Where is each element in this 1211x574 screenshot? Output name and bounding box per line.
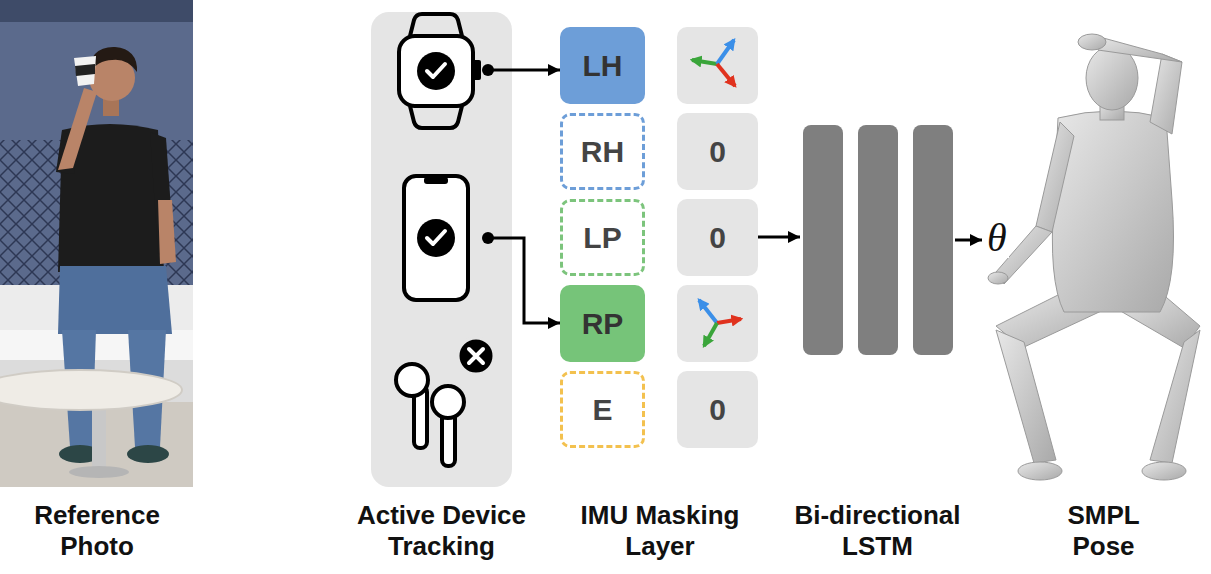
node-label: 0: [709, 392, 726, 428]
axis-arrow: [692, 60, 717, 64]
imu-slot-masked: E: [560, 371, 645, 448]
watch-strap: [410, 14, 462, 36]
mesh-foot: [1018, 462, 1062, 480]
cross-mark: [469, 349, 483, 363]
axis-arrow: [717, 40, 734, 64]
mesh-upper-arm: [1036, 122, 1074, 232]
node-caption: Bi-directional LSTM: [773, 500, 983, 562]
mesh-hand: [988, 272, 1008, 284]
smpl-figure: SMPL Pose: [982, 20, 1205, 487]
node-label: 0: [709, 220, 726, 256]
imu-slot-masked: RH: [560, 113, 645, 190]
arrow-connector: [512, 238, 560, 323]
watch-strap: [410, 106, 462, 128]
node-caption: Active Device Tracking: [327, 500, 557, 562]
person-shoe: [127, 445, 169, 463]
phone-body: [404, 176, 468, 300]
lstm-layer: [803, 125, 843, 355]
device-panel: Active Device Tracking: [371, 12, 512, 487]
table-top: [0, 370, 182, 410]
smpl-mesh: [988, 34, 1200, 480]
panel-caption: Reference Photo: [12, 500, 182, 562]
device-dot: [482, 232, 494, 244]
lstm-layer: [913, 125, 953, 355]
mesh-head: [1086, 46, 1138, 110]
node-label: 0: [709, 134, 726, 170]
node-label: RH: [581, 134, 624, 170]
lstm-block: Bi-directional LSTM: [800, 125, 955, 355]
check-mark: [427, 231, 445, 244]
wall: [0, 0, 193, 300]
mesh-foot: [1142, 462, 1186, 480]
node-label: E: [592, 392, 612, 428]
node-label: LH: [583, 48, 623, 84]
cup-sleeve: [75, 64, 95, 76]
check-badge: [417, 219, 455, 257]
cross-badge: [458, 338, 494, 374]
mesh-upper-arm: [1150, 54, 1182, 134]
earbud-head: [396, 364, 428, 396]
mesh-hand: [1078, 34, 1106, 50]
device-panel-ground: [371, 12, 512, 487]
check-mark: [427, 64, 445, 77]
axis-arrow: [717, 64, 735, 86]
imu-value-box: [677, 27, 758, 104]
watch-crown: [473, 60, 481, 80]
zero-input: 0: [677, 199, 758, 276]
imu-slot-active: LH: [560, 27, 645, 104]
phone-notch: [424, 177, 448, 184]
person-jeans: [58, 266, 172, 334]
imu-value-box: [677, 285, 758, 362]
reference-photo: [0, 0, 193, 487]
imu-slot-active: RP: [560, 285, 645, 362]
table-base: [69, 466, 129, 478]
zero-input: 0: [677, 113, 758, 190]
earbud-head: [432, 386, 464, 418]
axis-arrow: [717, 319, 741, 323]
check-badge: [417, 52, 455, 90]
person-forearm: [158, 200, 176, 264]
mesh-shin: [996, 330, 1056, 463]
axes-icon: [692, 40, 735, 86]
arrow-connector: [955, 239, 982, 242]
phone-icon: [404, 176, 512, 300]
watch-icon: [399, 14, 512, 128]
panel-caption: IMU Masking Layer: [555, 500, 765, 562]
device-dot: [482, 64, 494, 76]
earbuds-icon: [396, 338, 494, 466]
axes-icon: [699, 300, 741, 346]
axis-arrow: [704, 323, 717, 346]
watch-body: [399, 36, 473, 106]
node-label: LP: [583, 220, 621, 256]
output-symbol: θ: [985, 218, 1009, 258]
node-caption: SMPL Pose: [1039, 500, 1169, 562]
arrow-connector: [758, 236, 800, 239]
wall-band: [0, 0, 193, 22]
mesh-shin: [1150, 330, 1200, 463]
person-forearm: [58, 88, 97, 170]
zero-input: 0: [677, 371, 758, 448]
axis-arrow: [699, 300, 717, 323]
node-label: RP: [582, 306, 624, 342]
coffee-cup: [74, 56, 96, 86]
arrow-connector: [512, 69, 560, 72]
lstm-layer: [858, 125, 898, 355]
mesh-forearm: [1096, 36, 1182, 62]
imu-slot-masked: LP: [560, 199, 645, 276]
